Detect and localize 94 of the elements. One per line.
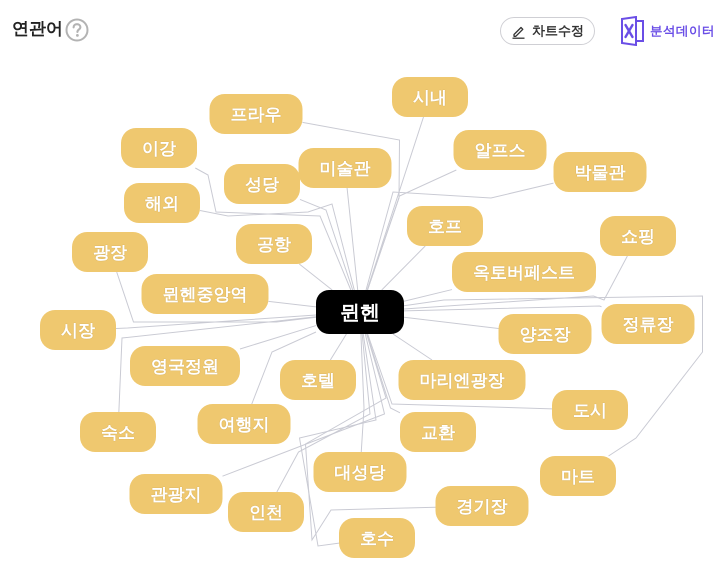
keyword-text: 프라우 bbox=[230, 104, 282, 126]
connector-line bbox=[404, 256, 628, 310]
keyword-bubble bbox=[314, 452, 406, 492]
connector-line bbox=[404, 296, 703, 456]
keyword-text: 호프 bbox=[428, 216, 462, 238]
connector-line bbox=[304, 334, 436, 542]
keyword-text: 정류장 bbox=[622, 314, 674, 336]
keyword-bubble bbox=[121, 128, 197, 168]
connector-line bbox=[392, 334, 432, 360]
connector-line bbox=[200, 203, 355, 290]
keyword-text: 옥토버페스트 bbox=[473, 262, 575, 284]
connector-line bbox=[222, 334, 386, 477]
keyword-bubble bbox=[80, 412, 156, 452]
connector-line bbox=[367, 170, 457, 290]
hub-keyword-bubble bbox=[316, 290, 404, 334]
connector-line bbox=[251, 332, 316, 404]
keyword-text: 해외 bbox=[145, 192, 179, 214]
keyword-bubble bbox=[398, 360, 526, 400]
keyword-text: 이강 bbox=[142, 138, 176, 160]
keyword-bubble bbox=[228, 492, 304, 532]
keyword-bubble bbox=[540, 456, 616, 496]
keyword-bubble bbox=[224, 164, 300, 204]
keyword-text: 미술관 bbox=[320, 158, 370, 180]
keyword-text: 도시 bbox=[573, 400, 607, 422]
connector-line bbox=[346, 188, 358, 290]
keyword-bubble bbox=[298, 148, 392, 188]
keyword-text: 성당 bbox=[245, 174, 279, 196]
keyword-bubble bbox=[339, 518, 415, 558]
connector-line bbox=[300, 198, 354, 290]
connector-line bbox=[366, 182, 554, 290]
connector-line bbox=[240, 325, 316, 350]
edit-chart-button: 차트수정 bbox=[500, 17, 595, 45]
keyword-bubble bbox=[392, 77, 468, 117]
keyword-bubble bbox=[602, 304, 694, 344]
keyword-bubble bbox=[40, 310, 116, 350]
keyword-bubble bbox=[130, 474, 222, 514]
keyword-text: 관광지 bbox=[150, 484, 202, 506]
keyword-text: 숙소 bbox=[101, 422, 135, 444]
keyword-bubble bbox=[600, 216, 676, 256]
connector-line bbox=[366, 116, 424, 290]
keyword-bubble bbox=[454, 130, 546, 170]
keyword-text: 뮌헨 bbox=[340, 298, 380, 326]
keyword-text: 마리엔광장 bbox=[420, 370, 504, 392]
section-title: 연관어 bbox=[12, 18, 63, 41]
keyword-text: 시내 bbox=[413, 86, 447, 108]
connector-line bbox=[366, 334, 400, 414]
connector-line bbox=[116, 272, 316, 322]
keyword-bubble bbox=[72, 232, 148, 272]
keyword-text: 뮌헨중앙역 bbox=[162, 284, 248, 306]
connector-line bbox=[404, 316, 499, 329]
keyword-text: 양조장 bbox=[520, 324, 570, 346]
connector-line bbox=[367, 334, 552, 410]
keyword-bubble bbox=[498, 314, 592, 354]
keyword-text: 쇼핑 bbox=[621, 226, 655, 248]
keyword-bubble bbox=[236, 224, 312, 264]
keyword-text: 광장 bbox=[93, 242, 127, 264]
keyword-bubble bbox=[407, 206, 483, 246]
connector-line bbox=[268, 300, 316, 308]
keyword-bubble bbox=[198, 404, 290, 444]
keyword-text: 인천 bbox=[249, 502, 283, 524]
keyword-bubble bbox=[554, 152, 646, 192]
keyword-text: 시장 bbox=[61, 320, 95, 342]
connector-line bbox=[360, 334, 364, 452]
keyword-text: 영국정원 bbox=[151, 356, 219, 378]
keyword-bubble bbox=[552, 390, 628, 430]
keyword-text: 호수 bbox=[360, 528, 394, 550]
keyword-text: 박물관 bbox=[574, 162, 626, 184]
keyword-text: 공항 bbox=[257, 234, 291, 256]
keyword-text: 대성당 bbox=[334, 462, 386, 484]
keyword-bubble bbox=[210, 94, 302, 134]
connector-line bbox=[404, 306, 602, 312]
keyword-bubble bbox=[400, 412, 476, 452]
connector-line bbox=[404, 289, 452, 302]
keyword-bubble bbox=[280, 360, 356, 400]
analysis-data-button: 분석데이터 bbox=[621, 15, 715, 47]
keyword-text: 호텔 bbox=[301, 370, 335, 392]
keyword-text: 경기장 bbox=[456, 496, 508, 518]
connector-line bbox=[194, 168, 352, 290]
connector-line bbox=[330, 334, 347, 360]
connector-line bbox=[116, 314, 316, 329]
keyword-text: 교환 bbox=[421, 422, 455, 444]
keyword-text: 알프스 bbox=[474, 140, 526, 162]
keyword-bubble bbox=[142, 274, 268, 314]
connector-line bbox=[118, 316, 316, 412]
connector-line bbox=[298, 264, 333, 290]
keyword-bubble bbox=[124, 183, 200, 223]
connector-line bbox=[381, 246, 426, 290]
keyword-text: 여행지 bbox=[218, 414, 270, 436]
keyword-bubble bbox=[452, 252, 596, 292]
keyword-text: 마트 bbox=[561, 466, 595, 488]
keyword-bubble bbox=[436, 486, 528, 526]
connector-line bbox=[276, 334, 371, 492]
keyword-bubble bbox=[130, 346, 240, 386]
connector-line bbox=[298, 334, 377, 547]
